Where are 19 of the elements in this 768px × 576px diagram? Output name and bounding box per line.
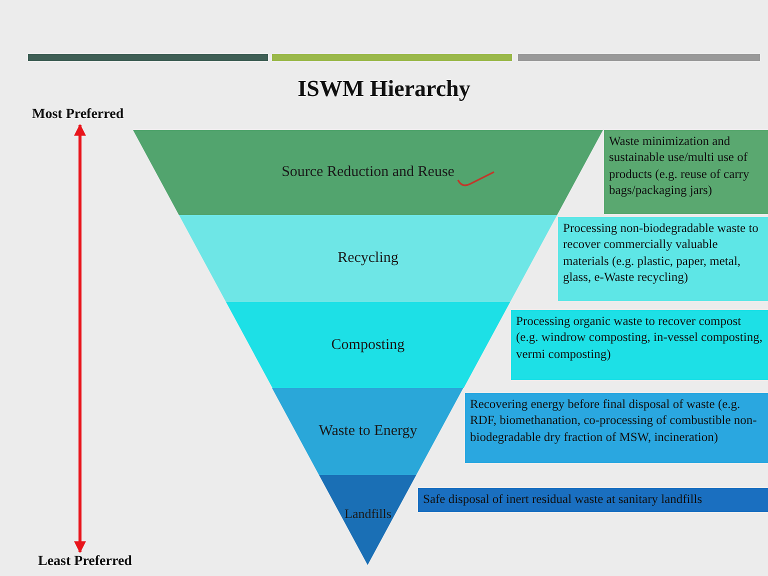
scale-label: Most Preferred xyxy=(32,107,124,123)
description-box: Waste minimization and sustainable use/multi use of products (e.g. reuse of carry bags/packaging jars) xyxy=(604,130,768,214)
band-label: Composting xyxy=(331,336,405,354)
description-box: Processing organic waste to recover compost (e.g. windrow composting, in-vessel composting, vermi composting) xyxy=(511,310,768,380)
pyramid-band xyxy=(272,388,464,475)
band-label: Landfills xyxy=(344,506,392,522)
band-label: Waste to Energy xyxy=(318,423,418,440)
description-box: Recovering energy before final disposal of waste (e.g. RDF, biomethanation, co-processing of combustible non-biodegradable dry fraction of MSW, incineration) xyxy=(465,393,768,463)
pyramid-band xyxy=(319,475,417,565)
scale-label: Least Preferred xyxy=(38,554,132,570)
band-label: Recycling xyxy=(338,250,398,267)
pyramid-band xyxy=(226,302,510,388)
band-label: Source Reduction and Reuse xyxy=(282,164,454,181)
description-box: Processing non-biodegradable waste to recover commercially valuable materials (e.g. plastic, paper, metal, glass, e-Waste recycling) xyxy=(558,217,768,301)
description-box: Safe disposal of inert residual waste at sanitary landfills xyxy=(418,488,768,512)
pyramid-band xyxy=(133,130,603,215)
pyramid-band xyxy=(178,215,558,302)
title: ISWM Hierarchy xyxy=(296,76,472,102)
double-arrow xyxy=(74,124,86,554)
